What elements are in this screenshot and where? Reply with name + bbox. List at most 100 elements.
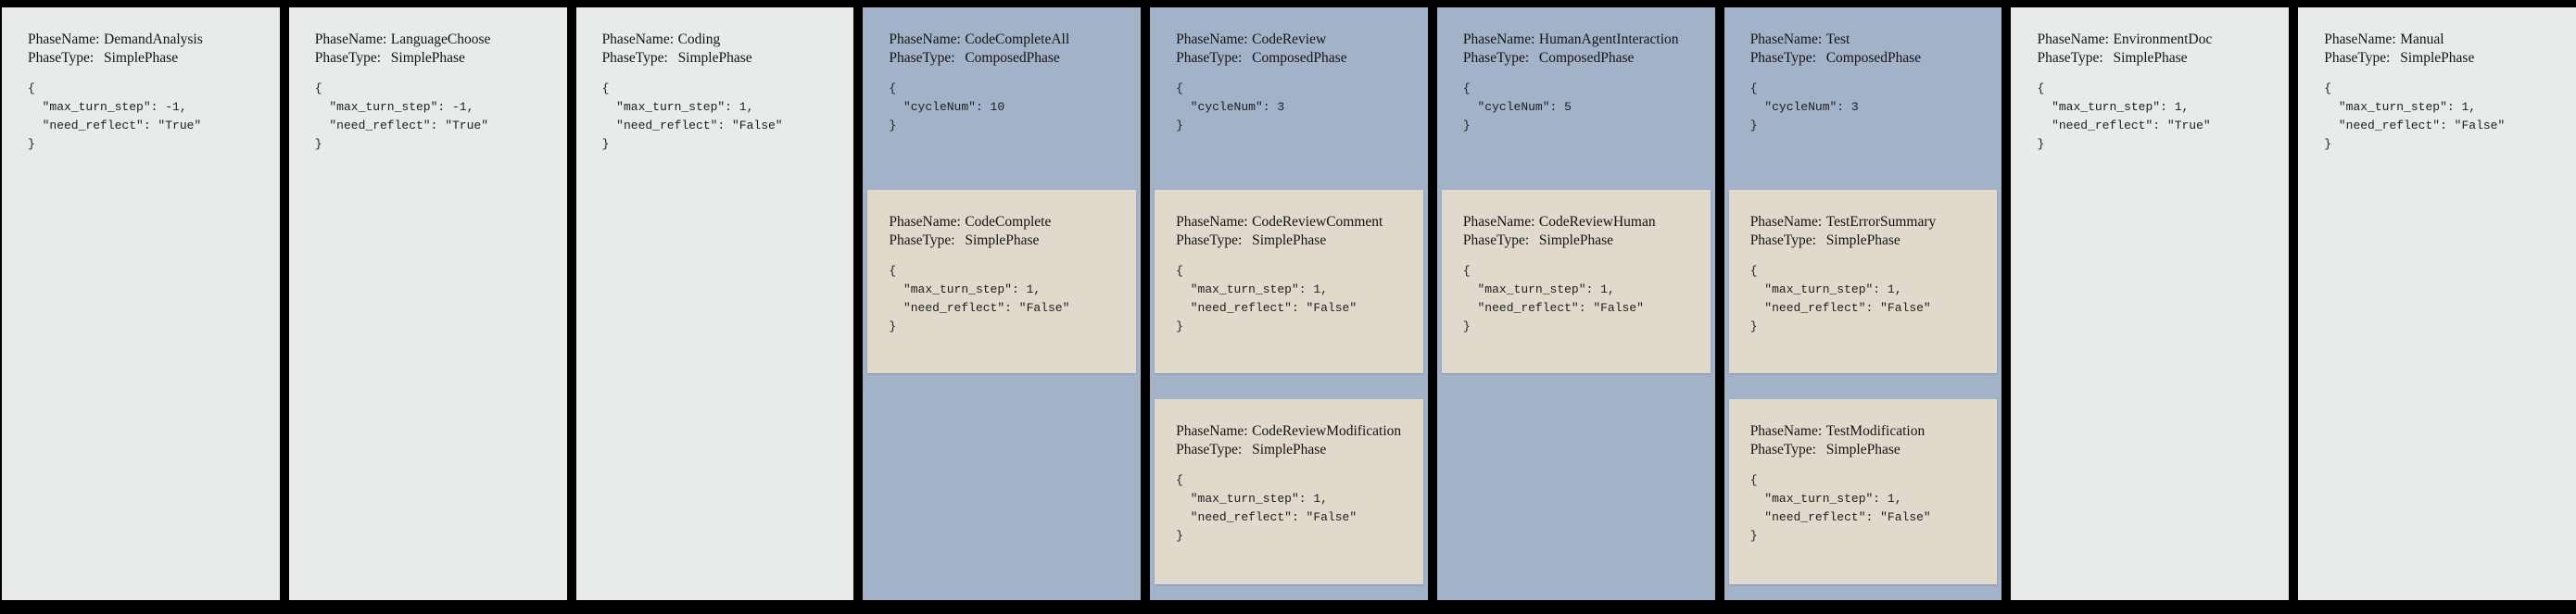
phase-name-label: PhaseName:: [314, 31, 387, 47]
phase-name-value: LanguageChoose: [390, 31, 491, 47]
phase-name-value: EnvironmentDoc: [2113, 31, 2213, 47]
phase-config-json: { "max_turn_step": 1, "need_reflect": "F…: [1176, 264, 1357, 333]
phase-type-value: SimplePhase: [2400, 50, 2475, 66]
phase-type-label: PhaseType:: [1749, 442, 1816, 457]
subphase-panel-content: PhaseName: CodeReviewModification PhaseT…: [1155, 399, 1423, 545]
phase-name-row: PhaseName: TestModification: [1750, 422, 1990, 441]
phase-config-json: { "cycleNum": 3 }: [1176, 81, 1285, 132]
subphase-panel-test-modification: PhaseName: TestModification PhaseType: S…: [1728, 399, 1998, 584]
phase-type-row: PhaseType: SimplePhase: [315, 49, 560, 68]
phase-type-label: PhaseType:: [601, 50, 668, 66]
phase-type-label: PhaseType:: [1749, 50, 1816, 66]
phase-panel-test: PhaseName: Test PhaseType: ComposedPhase…: [1724, 7, 2002, 600]
phase-panel-environment-doc: PhaseName: EnvironmentDoc PhaseType: Sim…: [2011, 7, 2290, 600]
phase-name-label: PhaseName:: [1462, 214, 1535, 230]
phase-name-value: TestErrorSummary: [1825, 214, 1937, 230]
phase-name-label: PhaseName:: [2324, 31, 2396, 47]
phase-type-value: SimplePhase: [1538, 232, 1613, 248]
phase-type-value: SimplePhase: [2113, 50, 2188, 66]
phase-panel-code-review: PhaseName: CodeReview PhaseType: Compose…: [1150, 7, 1428, 600]
phase-type-row: PhaseType: ComposedPhase: [889, 49, 1133, 68]
phase-type-label: PhaseType:: [1462, 50, 1530, 66]
phase-name-row: PhaseName: TestErrorSummary: [1750, 213, 1990, 232]
phase-type-label: PhaseType:: [1176, 50, 1243, 66]
phase-type-value: SimplePhase: [965, 232, 1040, 248]
phase-name-value: CodeReview: [1252, 31, 1327, 47]
phase-name-label: PhaseName:: [1462, 31, 1535, 47]
phase-type-row: PhaseType: SimplePhase: [602, 49, 847, 68]
phase-config-json: { "max_turn_step": -1, "need_reflect": "…: [28, 81, 202, 151]
phase-name-row: PhaseName: Test: [1750, 31, 1995, 49]
phase-name-row: PhaseName: CodeComplete: [889, 213, 1129, 232]
phase-config-json: { "cycleNum": 3 }: [1749, 81, 1859, 132]
phase-type-label: PhaseType:: [889, 232, 955, 248]
phase-type-label: PhaseType:: [1176, 232, 1243, 248]
phase-panel-code-complete-all: PhaseName: CodeCompleteAll PhaseType: Co…: [863, 7, 1142, 600]
phase-type-row: PhaseType: SimplePhase: [889, 232, 1129, 250]
phase-type-row: PhaseType: SimplePhase: [28, 49, 272, 68]
composed-phase-header: PhaseName: CodeCompleteAll PhaseType: Co…: [863, 7, 1141, 190]
phase-config-json: { "max_turn_step": 1, "need_reflect": "F…: [1176, 473, 1357, 543]
phase-type-row: PhaseType: SimplePhase: [1750, 232, 1990, 250]
phase-config-json: { "max_turn_step": 1, "need_reflect": "F…: [1749, 264, 1931, 333]
phase-name-value: CodeCompleteAll: [965, 31, 1070, 47]
phase-panel-content: PhaseName: EnvironmentDoc PhaseType: Sim…: [2011, 7, 2289, 154]
phase-config-json: { "max_turn_step": 1, "need_reflect": "F…: [601, 81, 783, 151]
phase-type-row: PhaseType: SimplePhase: [1176, 441, 1416, 459]
phase-type-label: PhaseType:: [1749, 232, 1816, 248]
phase-type-row: PhaseType: SimplePhase: [2037, 49, 2281, 68]
phase-type-value: SimplePhase: [677, 50, 752, 66]
phase-type-value: ComposedPhase: [1825, 50, 1922, 66]
phase-config-json: { "max_turn_step": 1, "need_reflect": "F…: [1462, 264, 1644, 333]
phase-config-json: { "max_turn_step": 1, "need_reflect": "F…: [2324, 81, 2506, 151]
phase-type-row: PhaseType: SimplePhase: [2324, 49, 2569, 68]
composed-phase-divider: [1150, 373, 1428, 399]
phase-name-row: PhaseName: CodeReviewComment: [1176, 213, 1416, 232]
subphase-panel-content: PhaseName: TestErrorSummary PhaseType: S…: [1729, 190, 1998, 336]
phase-name-value: CodeComplete: [965, 214, 1052, 230]
phase-config-json: { "max_turn_step": -1, "need_reflect": "…: [314, 81, 489, 151]
phase-type-label: PhaseType:: [1462, 232, 1530, 248]
phase-name-label: PhaseName:: [1176, 214, 1248, 230]
phase-name-row: PhaseName: LanguageChoose: [315, 31, 560, 49]
phase-config-json: { "max_turn_step": 1, "need_reflect": "F…: [889, 264, 1070, 333]
phase-type-label: PhaseType:: [2324, 50, 2391, 66]
phase-type-label: PhaseType:: [28, 50, 95, 66]
phase-type-value: SimplePhase: [1825, 232, 1900, 248]
phase-name-row: PhaseName: DemandAnalysis: [28, 31, 272, 49]
phase-name-value: Coding: [677, 31, 721, 47]
phase-type-label: PhaseType:: [314, 50, 382, 66]
phase-name-label: PhaseName:: [1749, 423, 1823, 439]
phase-panel-content: PhaseName: Manual PhaseType: SimplePhase…: [2298, 7, 2576, 154]
subphase-panel-code-review-comment: PhaseName: CodeReviewComment PhaseType: …: [1155, 190, 1423, 373]
phase-panel-manual: PhaseName: Manual PhaseType: SimplePhase…: [2298, 7, 2576, 600]
phase-name-row: PhaseName: Coding: [602, 31, 847, 49]
phase-name-value: Manual: [2400, 31, 2444, 47]
phase-type-row: PhaseType: SimplePhase: [1750, 441, 1990, 459]
phase-panel-content: PhaseName: CodeReview PhaseType: Compose…: [1150, 7, 1428, 135]
composed-phase-header: PhaseName: HumanAgentInteraction PhaseTy…: [1437, 7, 1715, 190]
phase-type-value: SimplePhase: [1825, 442, 1900, 457]
phase-panel-content: PhaseName: HumanAgentInteraction PhaseTy…: [1437, 7, 1715, 135]
phase-name-row: PhaseName: EnvironmentDoc: [2037, 31, 2281, 49]
subphase-panel-content: PhaseName: TestModification PhaseType: S…: [1729, 399, 1998, 545]
phase-name-row: PhaseName: Manual: [2324, 31, 2569, 49]
phase-name-label: PhaseName:: [28, 31, 100, 47]
subphase-panel-code-review-human: PhaseName: CodeReviewHuman PhaseType: Si…: [1441, 190, 1711, 373]
phase-name-value: HumanAgentInteraction: [1538, 31, 1679, 47]
phase-name-label: PhaseName:: [2037, 31, 2109, 47]
phase-panel-content: PhaseName: Test PhaseType: ComposedPhase…: [1724, 7, 2002, 135]
phase-name-row: PhaseName: CodeReviewHuman: [1463, 213, 1703, 232]
phase-panel-content: PhaseName: DemandAnalysis PhaseType: Sim…: [2, 7, 280, 154]
phase-name-row: PhaseName: HumanAgentInteraction: [1463, 31, 1708, 49]
phase-name-value: CodeReviewModification: [1252, 423, 1402, 439]
subphase-panel-content: PhaseName: CodeReviewComment PhaseType: …: [1155, 190, 1423, 336]
phase-panel-content: PhaseName: CodeCompleteAll PhaseType: Co…: [863, 7, 1141, 135]
composed-phase-header: PhaseName: CodeReview PhaseType: Compose…: [1150, 7, 1428, 190]
subphase-panel-test-error-summary: PhaseName: TestErrorSummary PhaseType: S…: [1728, 190, 1998, 373]
phase-type-row: PhaseType: ComposedPhase: [1750, 49, 1995, 68]
composed-phase-header: PhaseName: Test PhaseType: ComposedPhase…: [1724, 7, 2002, 190]
subphase-panel-code-complete: PhaseName: CodeComplete PhaseType: Simpl…: [867, 190, 1137, 373]
phase-name-label: PhaseName:: [601, 31, 675, 47]
phase-type-row: PhaseType: SimplePhase: [1463, 232, 1703, 250]
